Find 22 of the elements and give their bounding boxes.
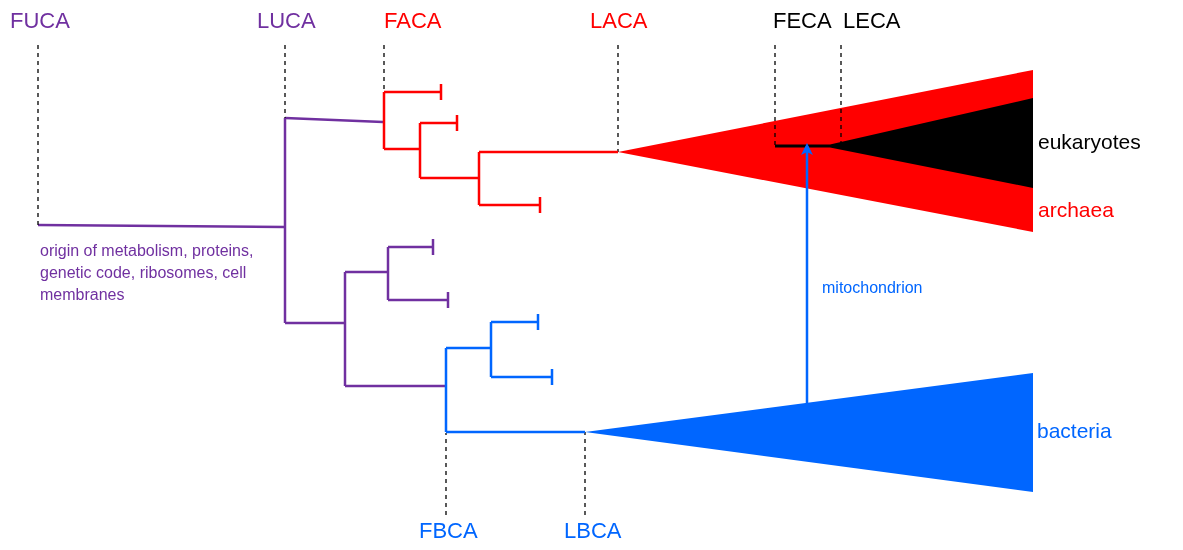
- clade-label: eukaryotes: [1038, 130, 1141, 154]
- edge-label: mitochondrion: [822, 278, 923, 297]
- arrow: [801, 143, 813, 403]
- ancestor-label: LECA: [843, 8, 901, 34]
- clade-label: archaea: [1038, 198, 1114, 222]
- ancestor-label: LUCA: [257, 8, 316, 34]
- leader-line: [445, 432, 447, 516]
- leader-line: [774, 44, 776, 147]
- ancestor-label: FECA: [773, 8, 832, 34]
- ancestor-label: FBCA: [419, 518, 478, 544]
- leader-line: [284, 44, 286, 119]
- ancestor-label: FACA: [384, 8, 442, 34]
- ancestor-label: LACA: [590, 8, 648, 34]
- ancestor-label: LBCA: [564, 518, 622, 544]
- ancestor-label: FUCA: [10, 8, 70, 34]
- branch-line: [444, 312, 587, 434]
- branch-line: [382, 82, 620, 215]
- leader-line: [617, 44, 619, 153]
- clade-label: bacteria: [1037, 419, 1112, 443]
- leader-line: [584, 431, 586, 516]
- annotation-text: origin of metabolism, proteins, genetic code, ribosomes, cell membranes: [40, 241, 255, 305]
- leader-line: [37, 44, 39, 226]
